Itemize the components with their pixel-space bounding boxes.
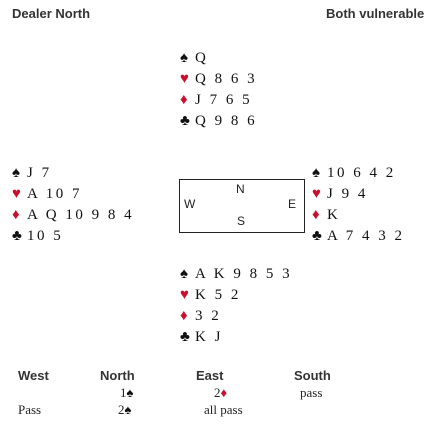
compass-east: E bbox=[288, 197, 297, 211]
south-spades-cards: A K 9 8 5 3 bbox=[195, 266, 293, 282]
east-clubs-cards: A 7 4 3 2 bbox=[327, 228, 405, 244]
diamond-icon: ♦ bbox=[180, 308, 188, 324]
east-clubs: ♣ A 7 4 3 2 bbox=[312, 226, 405, 247]
dealer-label: Dealer North bbox=[12, 6, 91, 21]
spade-icon: ♠ bbox=[124, 402, 132, 417]
east-diamonds: ♦K bbox=[312, 205, 405, 226]
north-clubs: ♣ Q 9 8 6 bbox=[180, 111, 257, 132]
diamond-icon: ♦ bbox=[220, 385, 228, 400]
diamond-icon: ♦ bbox=[312, 207, 320, 223]
south-spades: ♠ A K 9 8 5 3 bbox=[180, 264, 292, 285]
east-diamonds-cards: K bbox=[327, 207, 341, 223]
compass-south: S bbox=[237, 214, 246, 228]
diamond-icon: ♦ bbox=[180, 92, 188, 108]
west-hearts-cards: A 10 7 bbox=[27, 186, 83, 202]
north-hearts-cards: Q 8 6 3 bbox=[195, 71, 258, 87]
north-hearts: ♥ Q 8 6 3 bbox=[180, 69, 257, 90]
club-icon: ♣ bbox=[12, 228, 22, 244]
vulnerability-label: Both vulnerable bbox=[326, 6, 425, 21]
bidding-header-west: West bbox=[18, 368, 49, 383]
east-hearts-cards: J 9 4 bbox=[327, 186, 368, 202]
compass-west: W bbox=[184, 197, 196, 211]
east-hand: ♠10 6 4 2 ♥J 9 4 ♦K ♣A 7 4 3 2 bbox=[312, 163, 405, 247]
bid-r1-south: pass bbox=[300, 385, 323, 400]
bid-r1-north: 1♠ bbox=[120, 385, 134, 400]
north-hand: ♠Q ♥Q 8 6 3 ♦J 7 6 5 ♣Q 9 8 6 bbox=[180, 48, 257, 132]
bid-r2-west: Pass bbox=[18, 402, 42, 417]
east-spades: ♠ 10 6 4 2 bbox=[312, 163, 405, 184]
club-icon: ♣ bbox=[180, 113, 190, 129]
south-hand: ♠ A K 9 8 5 3 ♥ K 5 2 ♦ 3 2 ♣ K J bbox=[180, 264, 292, 348]
west-spades-cards: J 7 bbox=[27, 165, 52, 181]
heart-icon: ♥ bbox=[312, 186, 321, 202]
bidding-header-south: South bbox=[294, 368, 331, 383]
south-diamonds: ♦ 3 2 bbox=[180, 306, 292, 327]
compass-box: N W E S bbox=[179, 179, 305, 233]
north-clubs-cards: Q 9 8 6 bbox=[195, 113, 258, 129]
south-clubs-cards: K J bbox=[195, 329, 223, 345]
bidding-header-east: East bbox=[196, 368, 224, 383]
north-spades-cards: Q bbox=[195, 50, 209, 66]
west-hand: ♠ J 7 ♥ A 10 7 ♦ A Q 10 9 8 4 ♣ 10 5 bbox=[12, 163, 134, 247]
west-clubs: ♣ 10 5 bbox=[12, 226, 134, 247]
club-icon: ♣ bbox=[180, 329, 190, 345]
spade-icon: ♠ bbox=[180, 266, 188, 282]
bid-r1-east: 2♦ bbox=[214, 385, 228, 400]
west-diamonds: ♦ A Q 10 9 8 4 bbox=[12, 205, 134, 226]
south-hearts: ♥ K 5 2 bbox=[180, 285, 292, 306]
west-hearts: ♥ A 10 7 bbox=[12, 184, 134, 205]
heart-icon: ♥ bbox=[12, 186, 21, 202]
club-icon: ♣ bbox=[312, 228, 322, 244]
spade-icon: ♠ bbox=[126, 385, 134, 400]
spade-icon: ♠ bbox=[12, 165, 20, 181]
diamond-icon: ♦ bbox=[12, 207, 20, 223]
south-diamonds-cards: 3 2 bbox=[195, 308, 222, 324]
bid-r2-north: 2♠ bbox=[118, 402, 132, 417]
west-spades: ♠ J 7 bbox=[12, 163, 134, 184]
spade-icon: ♠ bbox=[312, 165, 320, 181]
east-spades-cards: 10 6 4 2 bbox=[327, 165, 396, 181]
bid-r2-east: all pass bbox=[204, 402, 243, 417]
north-spades: ♠Q bbox=[180, 48, 257, 69]
west-diamonds-cards: A Q 10 9 8 4 bbox=[27, 207, 135, 223]
east-hearts: ♥ J 9 4 bbox=[312, 184, 405, 205]
south-clubs: ♣ K J bbox=[180, 327, 292, 348]
heart-icon: ♥ bbox=[180, 71, 189, 87]
south-hearts-cards: K 5 2 bbox=[195, 287, 241, 303]
bidding-header-north: North bbox=[100, 368, 135, 383]
compass-north: N bbox=[236, 182, 245, 196]
west-clubs-cards: 10 5 bbox=[27, 228, 64, 244]
north-diamonds-cards: J 7 6 5 bbox=[195, 92, 253, 108]
north-diamonds: ♦ J 7 6 5 bbox=[180, 90, 257, 111]
spade-icon: ♠ bbox=[180, 50, 188, 66]
heart-icon: ♥ bbox=[180, 287, 189, 303]
